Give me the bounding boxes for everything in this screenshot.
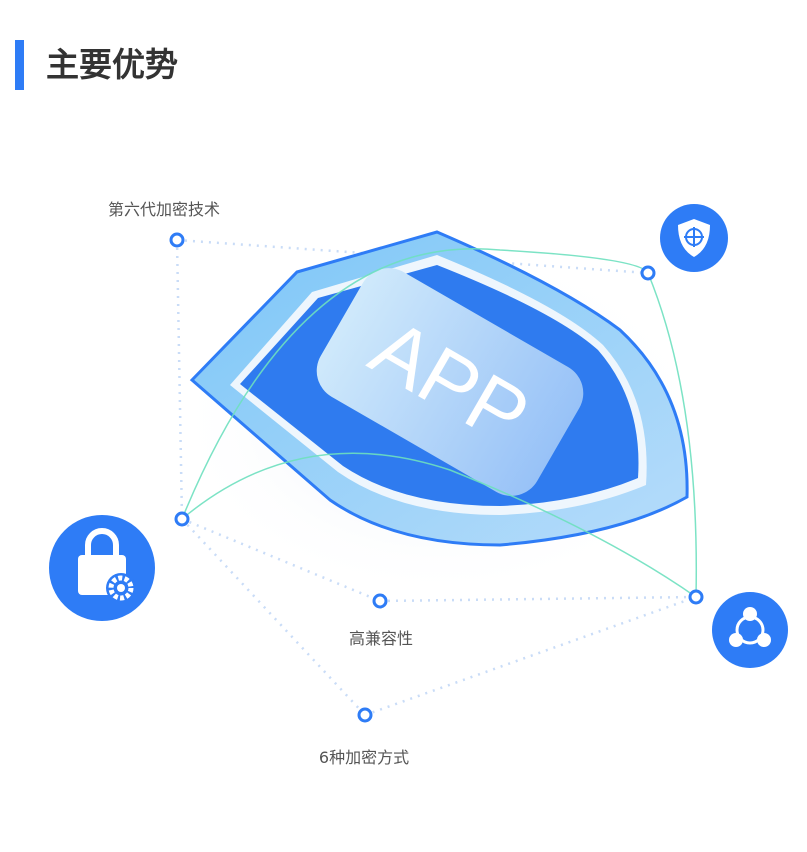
node [640,265,656,281]
node [688,589,704,605]
feature-label-encryption-tech: 第六代加密技术 [107,200,221,219]
title-accent-bar [15,40,24,90]
green-arcs [181,248,698,598]
nodes [169,232,704,723]
dotted-connectors [175,238,697,717]
feature-label-encryption-modes: 6种加密方式 [318,748,410,767]
share-network-icon [712,592,788,668]
feature-label-compatibility: 高兼容性 [348,629,414,648]
section-title: 主要优势 [46,45,178,84]
node [174,511,190,527]
shield-target-icon [660,204,728,272]
node [357,707,373,723]
lock-gear-icon [49,515,155,621]
node [169,232,185,248]
node [372,593,388,609]
